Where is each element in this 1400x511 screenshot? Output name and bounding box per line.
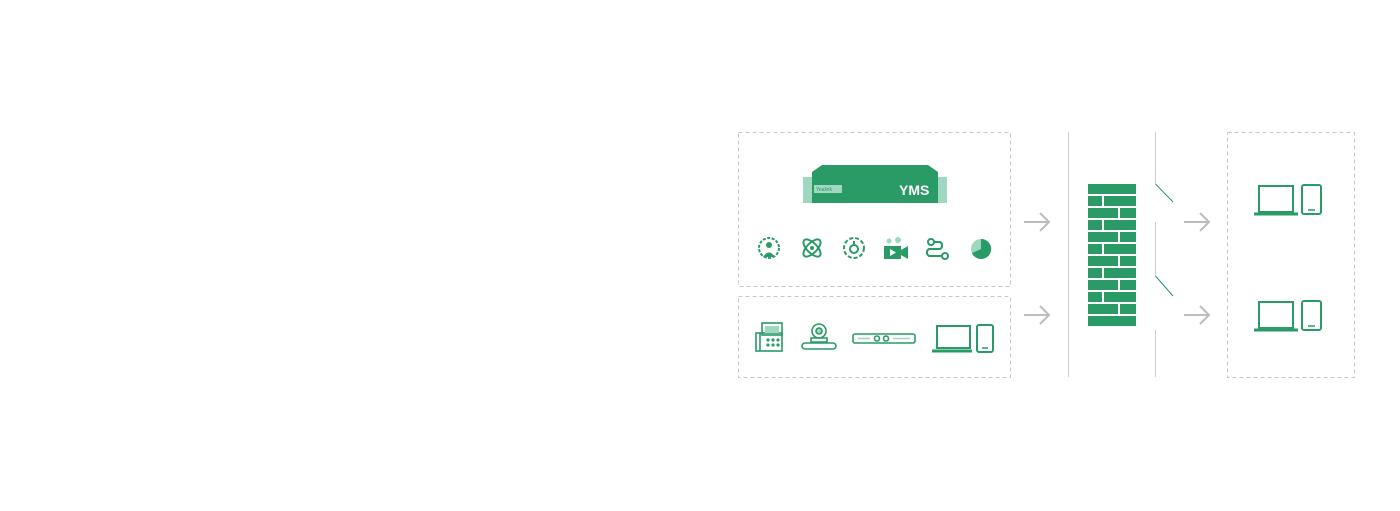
- server-label: YMS: [899, 182, 929, 198]
- video-camera-icon: [884, 237, 908, 259]
- gate-switch-lines: [1155, 132, 1174, 377]
- arrow-top-right: [1184, 212, 1211, 232]
- endpoints-box: [738, 296, 1011, 378]
- server-services-box: [738, 132, 1011, 287]
- pie-chart-icon: [971, 238, 992, 259]
- atom-icon: [802, 238, 822, 258]
- arrow-bottom-left: [1024, 305, 1051, 325]
- laptop-phone-icon: [1254, 184, 1322, 216]
- laptop-phone-icon: [1254, 300, 1322, 332]
- desk-phone-icon: [755, 322, 783, 352]
- conference-camera-icon: [801, 323, 837, 350]
- route-icon: [925, 238, 949, 260]
- remote-devices-box: [1227, 132, 1355, 378]
- firewall-icon: [1088, 184, 1136, 326]
- yms-server: Yealink YMS: [803, 165, 947, 203]
- arrow-top-left: [1024, 212, 1051, 232]
- server-sublabel: Yealink: [816, 187, 832, 193]
- laptop-phone-icon: [932, 324, 994, 353]
- video-bar-icon: [852, 333, 916, 344]
- arrow-bottom-right: [1184, 305, 1211, 325]
- cloud-sync-icon: [843, 237, 865, 259]
- user-service-icon: [758, 237, 780, 259]
